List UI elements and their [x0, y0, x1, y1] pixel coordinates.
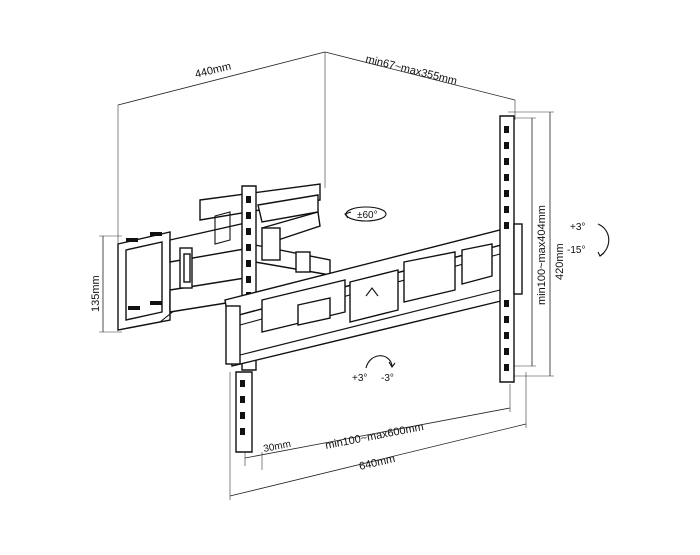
wall-plate	[117, 231, 176, 331]
arm-width-label: 640mm	[358, 453, 396, 473]
level-arrow-icon	[365, 287, 379, 297]
extension-label: min67~max355mm	[364, 53, 458, 87]
tilt-up-label: +3°	[570, 222, 585, 233]
extension-dimension: min67~max355mm	[324, 51, 516, 120]
vertical-pattern-dimension: min100~max404mm	[512, 117, 548, 367]
right-tv-bracket	[499, 115, 523, 383]
tilt-indicator: +3° -15°	[567, 222, 610, 257]
rail-height-label: 420mm	[554, 243, 566, 280]
plate-height-dimension: 135mm	[90, 235, 122, 333]
offset-label: 30mm	[262, 439, 291, 455]
level-minus-label: -3°	[381, 373, 394, 384]
rail-height-dimension: 420mm	[508, 111, 566, 377]
plate-height-label: 135mm	[90, 275, 102, 312]
horizontal-rail	[224, 229, 506, 367]
vertical-pattern-label: min100~max404mm	[536, 205, 548, 305]
horizontal-pattern-label: min100~max600mm	[324, 421, 424, 452]
level-indicator: +3° -3°	[352, 355, 396, 384]
swivel-indicator: ±60°	[344, 206, 387, 222]
rotate-arrow-icon	[365, 355, 393, 369]
swivel-label: ±60°	[357, 210, 378, 221]
level-plus-label: +3°	[352, 373, 367, 384]
tilt-down-label: -15°	[567, 245, 585, 256]
depth-label: 440mm	[194, 60, 233, 81]
tilt-arrow-icon	[597, 223, 610, 257]
swing-arms	[169, 183, 331, 313]
